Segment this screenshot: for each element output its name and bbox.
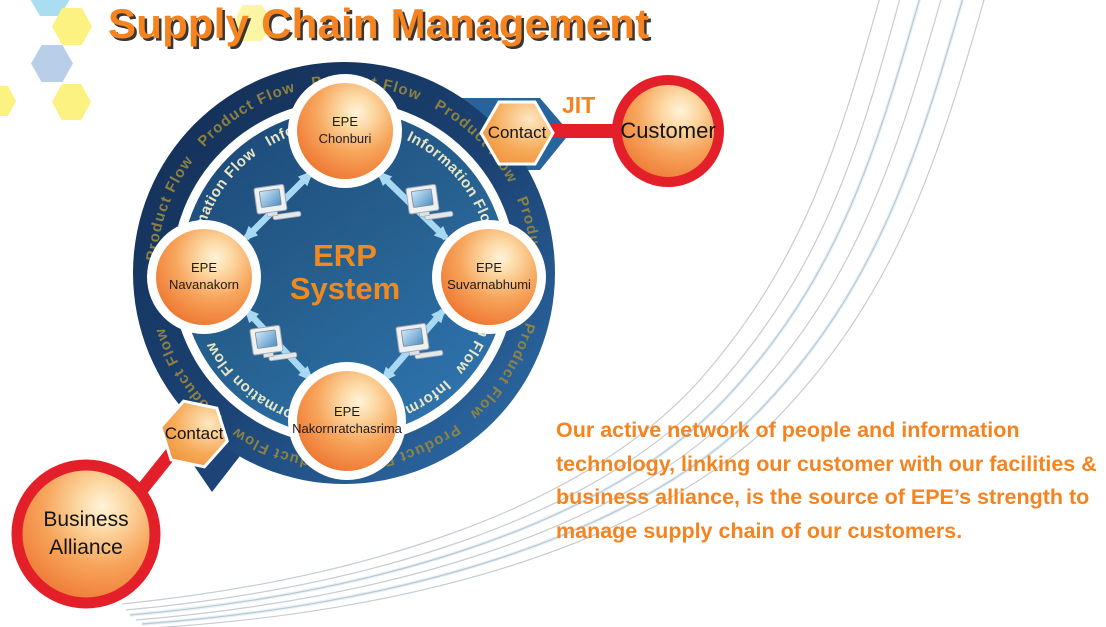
sphere-chonburi [297, 83, 393, 179]
computer-icon [405, 183, 454, 221]
computer-icons [249, 183, 454, 362]
jit-connector-bar [548, 124, 622, 138]
node-label-suvarnabhumi: EPE Suvarnabhumi [419, 260, 559, 294]
node-org: EPE [475, 260, 502, 275]
swoosh-lines [121, 0, 985, 627]
red-connectors [134, 124, 622, 497]
node-label-chonburi: EPE Chonburi [275, 114, 415, 148]
contact-label-bottom: Contact [164, 424, 224, 443]
site-spheres [147, 74, 546, 480]
deco-hexagon-yellow [52, 84, 91, 120]
customer-label: Customer [620, 118, 716, 143]
node-site: Navanakorn [168, 276, 240, 292]
jit-label: JIT [562, 92, 596, 118]
computer-icon [395, 322, 444, 360]
erp-system-label: ERP System [260, 238, 430, 306]
business-alliance-sphere [11, 459, 161, 609]
description-paragraph: Our active network of people and informa… [556, 418, 1097, 543]
computer-icon [253, 183, 302, 221]
partner-spheres [11, 75, 724, 609]
alliance-connector-bar [134, 447, 178, 497]
erp-line2: System [289, 270, 401, 306]
node-org: EPE [331, 114, 358, 129]
contact-hexagon-bottom [159, 399, 229, 469]
deco-hexagon-yellow [0, 86, 16, 116]
erp-line1: ERP [313, 238, 377, 273]
deco-hexagon-title [233, 5, 272, 41]
contact-hexagons [159, 100, 555, 469]
business-alliance-label: Business Alliance [18, 506, 154, 561]
node-org: EPE [190, 260, 217, 275]
node-label-nakornratchasrima: EPE Nakornratchasrima [277, 404, 417, 438]
node-label-navanakorn: EPE Navanakorn [134, 260, 274, 294]
sphere-nakornratchasrima [297, 371, 397, 471]
sphere-navanakorn [156, 229, 252, 325]
business-line1: Business [43, 508, 129, 531]
node-org: EPE [333, 404, 360, 419]
business-line2: Alliance [49, 535, 123, 559]
node-site: Nakornratchasrima [292, 420, 402, 436]
customer-sphere [612, 75, 724, 187]
sphere-suvarnabhumi [441, 229, 537, 325]
contact-label-top: Contact [487, 123, 547, 142]
computer-icon [249, 324, 298, 362]
node-site: Chonburi [318, 130, 372, 146]
contact-hexagon-top [479, 100, 555, 166]
node-site: Suvarnabhumi [447, 276, 531, 292]
page-title: Supply Chain Management [108, 0, 650, 47]
